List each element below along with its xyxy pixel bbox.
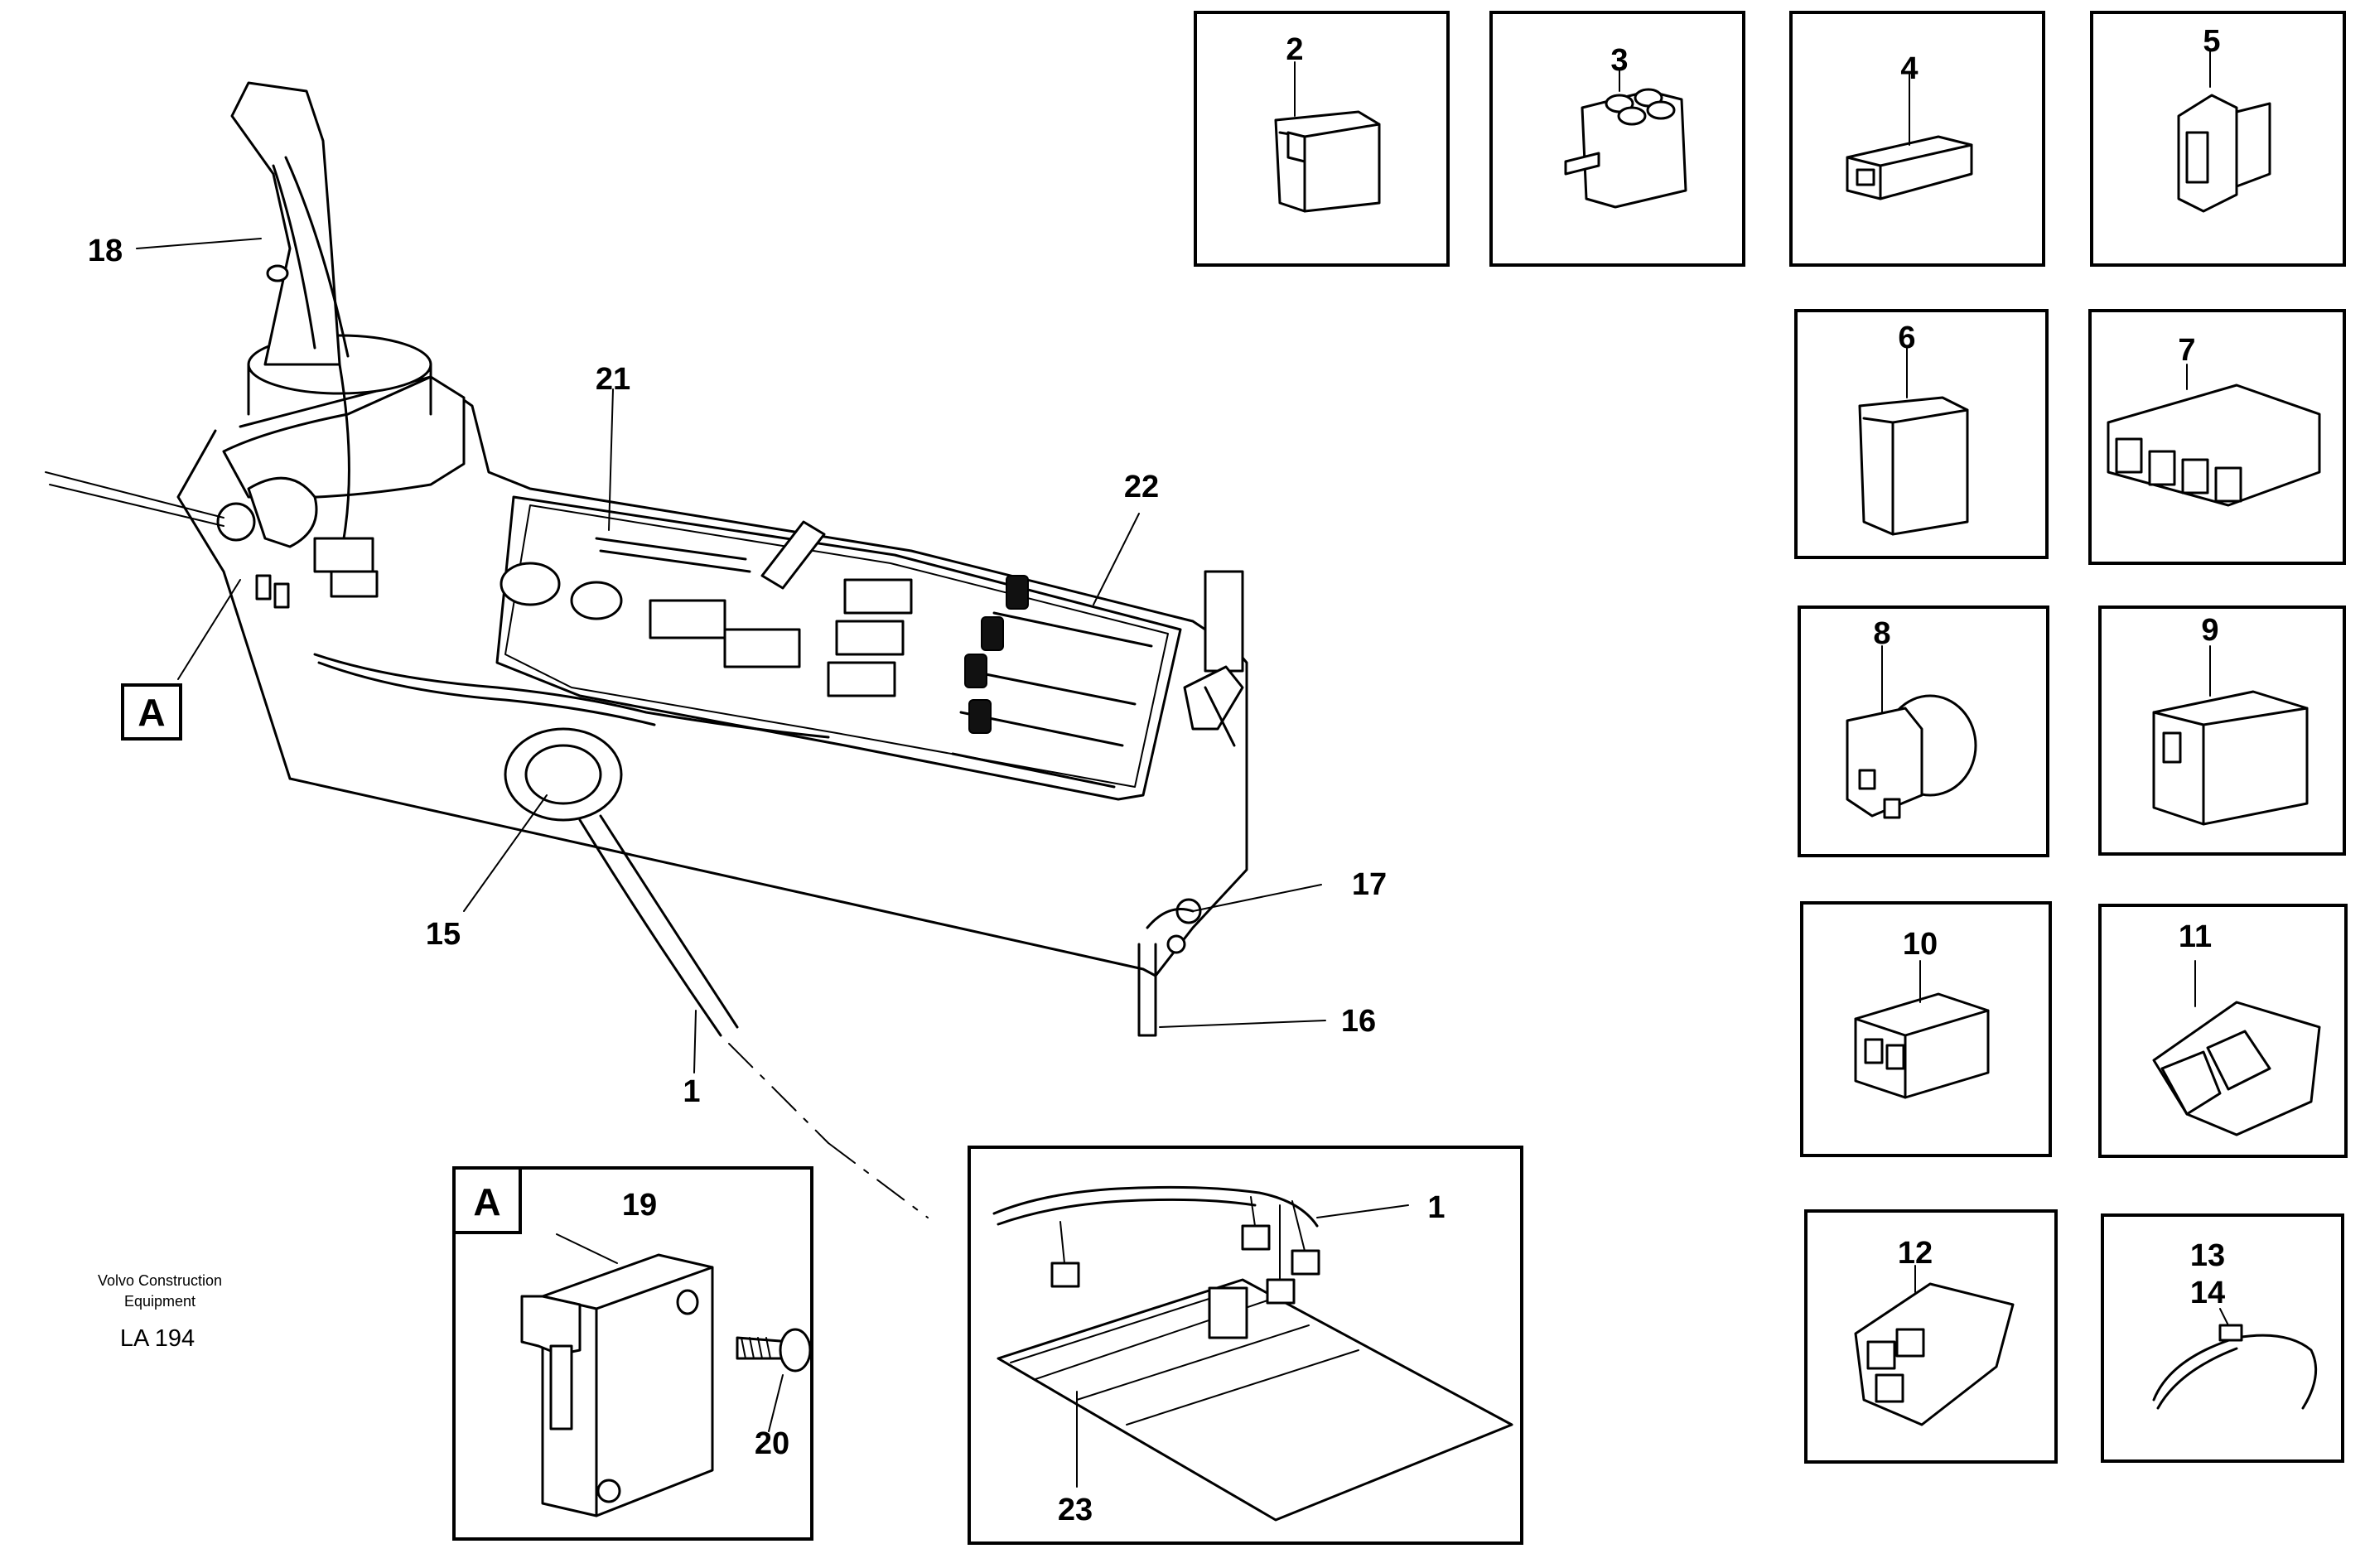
- callout-22: 22: [1124, 470, 1159, 504]
- connector-drawings: [1274, 49, 2321, 1426]
- callout-1-cable: 1: [683, 1074, 700, 1109]
- callout-14: 14: [2190, 1276, 2225, 1310]
- detail-a-panel-letter: A: [473, 1180, 500, 1223]
- callout-21: 21: [596, 362, 630, 397]
- callout-7: 7: [2178, 333, 2195, 368]
- callout-20: 20: [755, 1426, 789, 1461]
- callout-labels: 1 1 2 3 4 5 6 7 8 9 10 11 12 13 14 15 16…: [88, 24, 2225, 1527]
- maker-line-1: Volvo Construction: [98, 1272, 222, 1289]
- callout-11: 11: [2179, 919, 2212, 954]
- circuit-board-panel: [968, 1146, 1523, 1545]
- callout-5: 5: [2203, 24, 2220, 59]
- callout-23: 23: [1058, 1493, 1093, 1527]
- drawing-code: LA 194: [120, 1325, 195, 1352]
- callout-18: 18: [88, 234, 123, 268]
- detail-a-marker-letter: A: [138, 691, 165, 734]
- control-console: [45, 81, 1248, 1218]
- callout-2: 2: [1286, 32, 1303, 67]
- callout-12: 12: [1898, 1236, 1933, 1271]
- callout-1-harness: 1: [1427, 1190, 1445, 1225]
- maker-line-2: Equipment: [124, 1293, 195, 1310]
- callout-9: 9: [2201, 613, 2218, 648]
- detail-a-marker-box: [121, 683, 182, 741]
- callout-15: 15: [426, 917, 461, 952]
- callout-8: 8: [1873, 616, 1890, 651]
- callout-10: 10: [1903, 927, 1938, 962]
- callout-6: 6: [1898, 321, 1915, 355]
- callout-19: 19: [622, 1188, 657, 1223]
- callout-17: 17: [1352, 867, 1387, 902]
- footer: Volvo Construction Equipment LA 194: [98, 1272, 222, 1352]
- callout-3: 3: [1610, 43, 1628, 78]
- callout-4: 4: [1900, 51, 1918, 86]
- detail-a-panel: A: [452, 1166, 813, 1541]
- callout-13: 13: [2190, 1238, 2225, 1273]
- leader-lines: [136, 238, 1326, 1073]
- callout-16: 16: [1341, 1004, 1376, 1039]
